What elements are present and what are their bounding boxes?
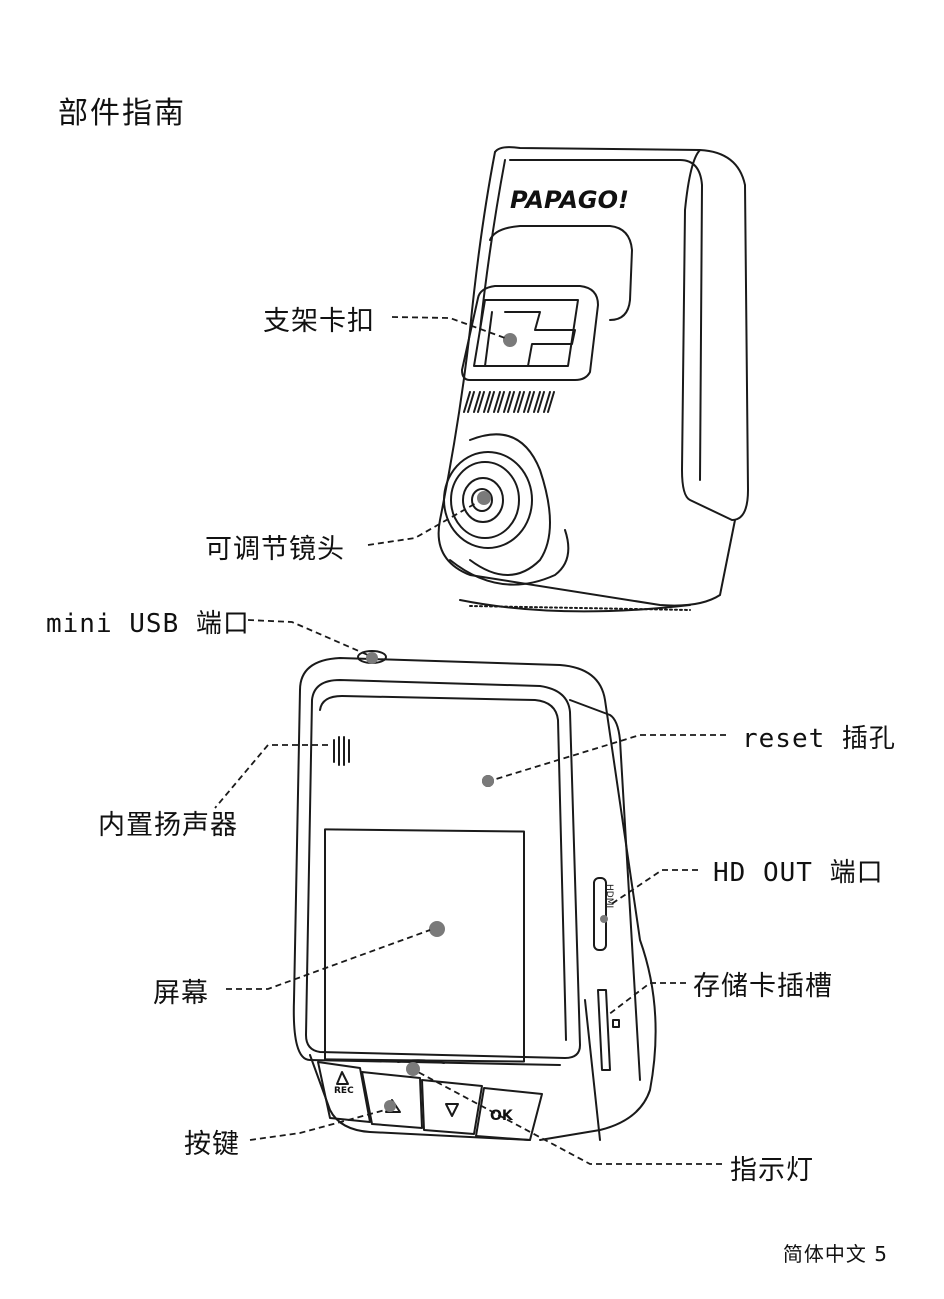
hdmi-port-text: HDMI <box>604 884 614 909</box>
brand-logo: PAPAGO! <box>510 186 629 214</box>
label-screen: 屏幕 <box>153 978 209 1009</box>
page-title: 部件指南 <box>58 96 186 131</box>
label-bracket-clip: 支架卡扣 <box>263 306 375 337</box>
front-view <box>292 657 657 1141</box>
label-buttons: 按键 <box>184 1129 240 1160</box>
ok-button-text: OK <box>490 1108 513 1124</box>
label-reset: reset 插孔 <box>742 724 896 754</box>
label-hd-out: HD OUT 端口 <box>713 858 884 888</box>
rec-button-text: REC <box>334 1086 354 1096</box>
label-adjustable-lens: 可调节镜头 <box>205 534 345 565</box>
label-mini-usb: mini USB 端口 <box>46 609 250 639</box>
label-speaker: 内置扬声器 <box>98 810 238 841</box>
page-footer: 简体中文 5 <box>782 1242 888 1266</box>
rear-view <box>437 146 749 613</box>
label-card-slot: 存储卡插槽 <box>693 971 833 1002</box>
label-indicator: 指示灯 <box>730 1155 814 1186</box>
